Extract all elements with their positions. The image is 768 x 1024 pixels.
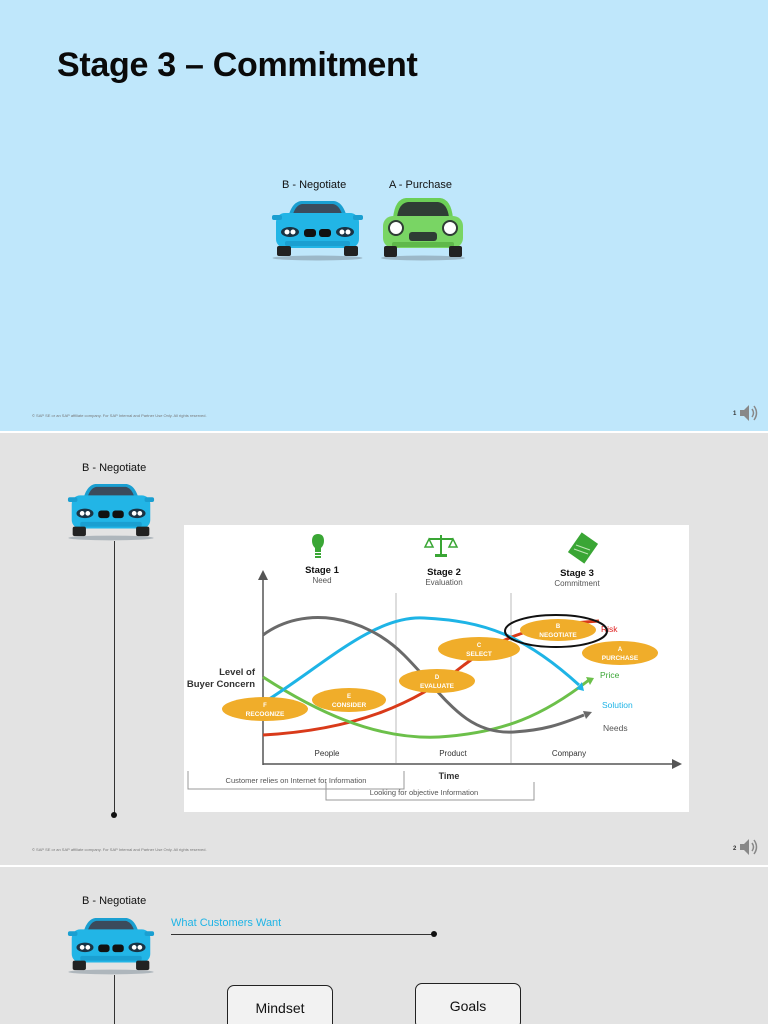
svg-text:F: F bbox=[263, 703, 267, 709]
svg-text:E: E bbox=[347, 694, 351, 700]
needs-label: Needs bbox=[603, 723, 628, 733]
slide-2: B - Negotiate bbox=[0, 433, 768, 865]
slide-3: B - Negotiate What Customers Want Mindse… bbox=[0, 867, 768, 1024]
slide-1: Stage 3 – Commitment B - Negotiate A - P… bbox=[0, 0, 768, 431]
stage-3-title: Stage 3 bbox=[560, 568, 594, 579]
speaker-icon[interactable] bbox=[738, 403, 760, 423]
timeline-line bbox=[114, 541, 115, 815]
slide-separator bbox=[0, 865, 768, 867]
svg-text:A: A bbox=[618, 647, 623, 653]
blue-car-icon bbox=[67, 918, 155, 975]
buying-cycle-diagram: Stage 1 Need Stage 2 Evaluation Stage 3 … bbox=[184, 525, 689, 812]
green-car-icon bbox=[381, 198, 465, 261]
stage-1-sub: Need bbox=[312, 576, 331, 585]
svg-text:PURCHASE: PURCHASE bbox=[602, 655, 639, 662]
svg-text:SELECT: SELECT bbox=[466, 651, 492, 658]
blue-car-icon bbox=[272, 201, 363, 261]
bracket-objective-text: Looking for objective Information bbox=[370, 788, 478, 797]
timeline-line bbox=[114, 975, 115, 1024]
column-company: Company bbox=[552, 749, 586, 758]
timeline-dot bbox=[111, 812, 117, 818]
risk-label: Risk bbox=[601, 624, 618, 634]
what-customers-want-label: What Customers Want bbox=[171, 917, 282, 929]
car-b-label: B - Negotiate bbox=[282, 179, 347, 191]
bracket-objective bbox=[325, 782, 535, 801]
step-oval-select: C SELECT bbox=[438, 637, 520, 661]
diagram-canvas: Stage 1 Need Stage 2 Evaluation Stage 3 … bbox=[187, 532, 682, 801]
svg-text:D: D bbox=[435, 675, 440, 681]
slide-title: Stage 3 – Commitment bbox=[57, 46, 418, 84]
document-icon bbox=[567, 532, 599, 564]
step-oval-recognize: F RECOGNIZE bbox=[222, 697, 308, 721]
price-label: Price bbox=[600, 670, 620, 680]
needs-curve bbox=[262, 616, 585, 734]
solution-curve bbox=[262, 616, 581, 705]
blue-car-icon bbox=[67, 484, 155, 541]
car-a-label: A - Purchase bbox=[389, 179, 452, 191]
step-oval-evaluate: D EVALUATE bbox=[399, 669, 475, 693]
step-oval-consider: E CONSIDER bbox=[312, 688, 386, 712]
step-oval-negotiate: B NEGOTIATE bbox=[520, 619, 596, 641]
footer-copyright: © SAP SE or an SAP affiliate company. Fo… bbox=[32, 847, 207, 852]
x-axis-label: Time bbox=[439, 771, 460, 781]
scale-icon bbox=[423, 535, 459, 557]
price-curve bbox=[262, 675, 590, 739]
stage-2-title: Stage 2 bbox=[427, 567, 461, 578]
page-number: 1 bbox=[733, 411, 737, 417]
speaker-icon[interactable] bbox=[738, 837, 760, 857]
y-axis-label-2: Buyer Concern bbox=[187, 679, 255, 690]
lightbulb-icon bbox=[312, 534, 324, 558]
connector-line bbox=[171, 934, 434, 935]
column-people: People bbox=[315, 749, 340, 758]
stage-2-sub: Evaluation bbox=[425, 578, 462, 587]
svg-text:B: B bbox=[556, 624, 561, 630]
svg-text:CONSIDER: CONSIDER bbox=[332, 702, 367, 709]
step-oval-purchase: A PURCHASE bbox=[582, 641, 658, 665]
mindset-box: Mindset bbox=[227, 985, 333, 1024]
mindset-label: Mindset bbox=[255, 1000, 305, 1016]
y-axis-label-1: Level of bbox=[219, 667, 256, 678]
goals-label: Goals bbox=[449, 998, 487, 1014]
page-number: 2 bbox=[733, 846, 737, 852]
goals-box: Goals bbox=[415, 983, 521, 1024]
svg-text:RECOGNIZE: RECOGNIZE bbox=[246, 711, 285, 718]
stage-1-title: Stage 1 bbox=[305, 565, 340, 576]
svg-text:EVALUATE: EVALUATE bbox=[420, 683, 455, 690]
connector-dot bbox=[431, 931, 437, 937]
solution-label: Solution bbox=[602, 700, 633, 710]
svg-text:C: C bbox=[477, 643, 482, 649]
car-label: B - Negotiate bbox=[82, 895, 147, 907]
footer-copyright: © SAP SE or an SAP affiliate company. Fo… bbox=[32, 413, 207, 418]
car-label: B - Negotiate bbox=[82, 462, 147, 474]
stage-3-sub: Commitment bbox=[554, 579, 600, 588]
bracket-internet-text: Customer relies on Internet for Informat… bbox=[226, 776, 367, 785]
slide-separator bbox=[0, 431, 768, 433]
svg-text:NEGOTIATE: NEGOTIATE bbox=[539, 632, 577, 639]
column-product: Product bbox=[439, 749, 467, 758]
highlight-circle bbox=[504, 614, 608, 648]
bracket-internet bbox=[187, 771, 405, 790]
